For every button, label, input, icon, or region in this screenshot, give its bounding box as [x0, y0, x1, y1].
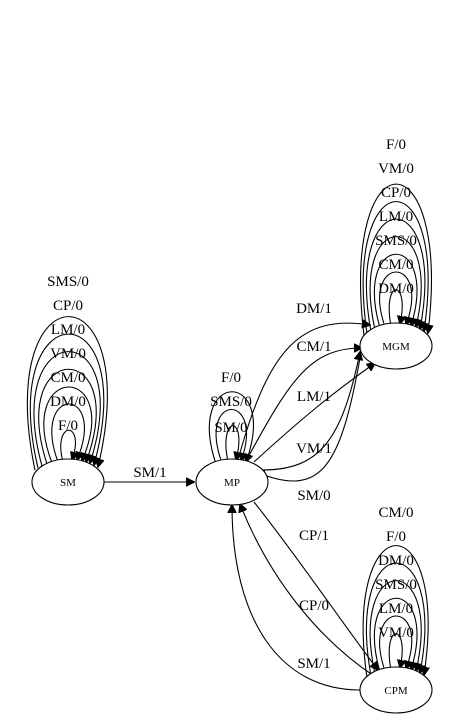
node-sm: SM	[31, 458, 105, 506]
edge-label: DM/1	[296, 301, 332, 317]
edge-label: LM/1	[297, 389, 331, 405]
edge-mgm-to-mgm-lm-0	[369, 236, 421, 331]
node-layer: SM MP MGM CPM	[31, 322, 433, 714]
edge-cpm-to-cpm-f-0	[366, 562, 424, 677]
node-ellipse	[359, 666, 433, 714]
node-ellipse	[195, 458, 269, 506]
edge-label: VM/0	[378, 161, 414, 177]
edge-sm-to-sm-lm-0	[33, 351, 101, 467]
edge-label: SM/1	[297, 656, 330, 672]
edge-label: CM/0	[378, 257, 413, 273]
edge-label: SM/0	[214, 420, 247, 436]
edge-label: SMS/0	[47, 274, 89, 290]
edge-label: SM/0	[297, 488, 330, 504]
edge-mgm-to-mgm-cp-0	[366, 218, 424, 333]
edge-label: LM/0	[51, 322, 85, 338]
edge-cpm-to-mp-sm-1	[232, 505, 361, 691]
edge-label: LM/0	[379, 601, 413, 617]
edge-mgm-to-mgm-f-0	[360, 183, 432, 337]
edge-label: SMS/0	[375, 577, 417, 593]
edge-cpm-to-cpm-dm-0	[369, 580, 421, 675]
edge-cpm-to-cpm-vm-0	[388, 633, 402, 671]
edge-cpm-to-cpm-sms-0	[374, 597, 417, 673]
edge-label: SM/1	[133, 465, 166, 481]
node-label: MP	[224, 477, 240, 489]
edge-cpm-to-cpm-cm-0	[362, 545, 428, 679]
node-ellipse	[31, 458, 105, 506]
edge-label: CM/0	[378, 505, 413, 521]
edge-label: SMS/0	[210, 394, 252, 410]
edge-label: VM/0	[378, 625, 414, 641]
edge-mp-to-mgm-lm-1	[253, 363, 375, 463]
node-label: CPM	[384, 685, 407, 697]
edge-mgm-to-mgm-vm-0	[362, 201, 428, 335]
edge-label: CM/1	[296, 339, 331, 355]
edge-label: VM/1	[296, 441, 332, 457]
edge-sm-to-sm-dm-0	[51, 403, 85, 463]
edge-mp-to-mp-sms-0	[215, 409, 246, 464]
edge-label: DM/0	[378, 553, 414, 569]
edge-label: VM/0	[50, 346, 86, 362]
node-mgm: MGM	[359, 322, 433, 370]
edge-label: LM/0	[379, 209, 413, 225]
node-label: SM	[60, 477, 76, 489]
edge-mp-to-mgm-vm-1	[261, 352, 360, 471]
edge-label: CP/0	[53, 298, 83, 314]
edge-label: CP/1	[299, 528, 329, 544]
edge-sm-to-sm-sms-0	[26, 316, 108, 471]
edge-label: F/0	[386, 137, 406, 153]
edge-mp-to-mgm-dm-1	[237, 323, 370, 461]
edge-mp-to-mgm-cm-1	[245, 348, 362, 462]
edge-label: DM/0	[50, 394, 86, 410]
edge-mp-to-mp-sm-0	[225, 425, 239, 463]
edge-sm-to-sm-cp-0	[29, 333, 105, 469]
node-label: MGM	[382, 341, 410, 353]
edge-label: F/0	[58, 418, 78, 434]
edge-mgm-to-mgm-dm-0	[388, 289, 402, 327]
edge-sm-to-sm-f-0	[60, 429, 76, 463]
node-ellipse	[359, 322, 433, 370]
edge-label: SMS/0	[375, 233, 417, 249]
edge-mp-to-mp-f-0	[208, 391, 254, 465]
edge-layer	[26, 183, 432, 691]
edge-mgm-to-mgm-cm-0	[379, 271, 412, 328]
edge-mgm-to-mgm-sms-0	[374, 253, 417, 329]
edge-label: F/0	[386, 529, 406, 545]
edge-sm-to-sm-vm-0	[38, 368, 97, 465]
edge-cpm-to-cpm-lm-0	[379, 615, 412, 672]
edge-label-layer: F/0DM/0CM/0VM/0LM/0CP/0SMS/0SM/1SM/0SMS/…	[47, 137, 417, 672]
edge-label: DM/0	[378, 281, 414, 297]
edge-label: CP/0	[381, 185, 411, 201]
edge-label: CP/0	[299, 598, 329, 614]
edge-cpm-to-mp-cp-0	[240, 504, 375, 677]
node-mp: MP	[195, 458, 269, 506]
edge-label: CM/0	[50, 370, 85, 386]
edge-label: F/0	[221, 370, 241, 386]
node-cpm: CPM	[359, 666, 433, 714]
edge-mgm-to-mp-sm-0	[256, 357, 361, 482]
edge-sm-to-sm-cm-0	[43, 386, 93, 464]
